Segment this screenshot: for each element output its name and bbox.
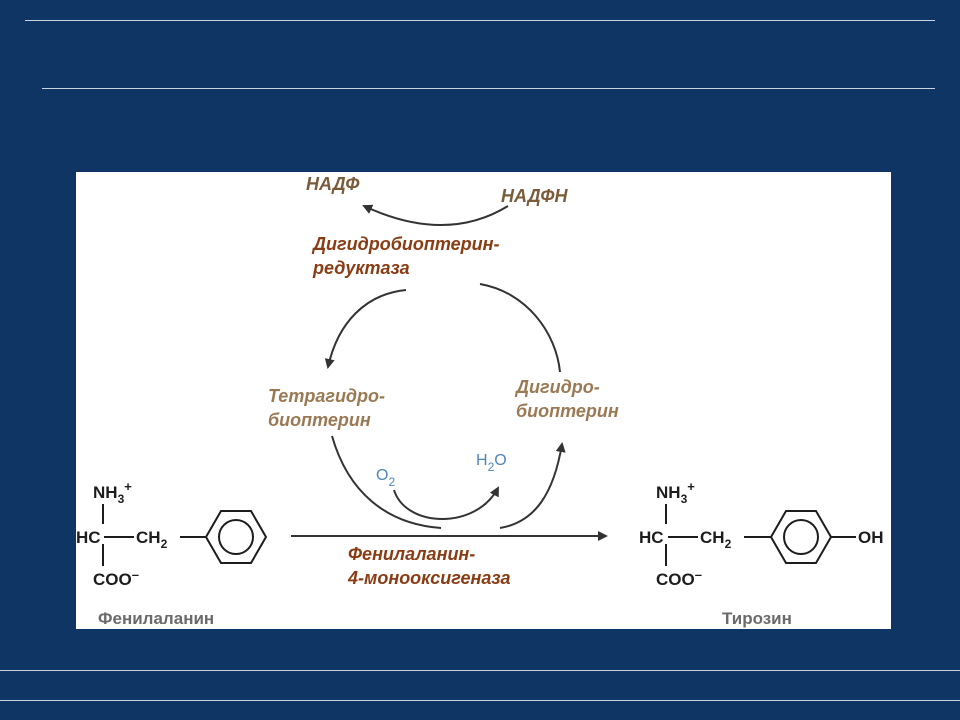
tyr-oh: OH	[858, 528, 884, 547]
phe-hc: HC	[76, 528, 101, 547]
reductase-label-line2: редуктаза	[312, 258, 410, 278]
tetrahydrobiopterin-line2: биоптерин	[268, 410, 371, 430]
oxygen-label: O2	[376, 467, 395, 489]
phe-ch2: CH2	[136, 528, 168, 551]
nadph-label: НАДФН	[501, 186, 568, 206]
dihydrobiopterin-line2: биоптерин	[516, 401, 619, 421]
tyrosine-structure: NH3+ HC CH2 OH COO–	[639, 479, 884, 589]
tyrosine-name: Тирозин	[722, 609, 792, 628]
bottom-rule-1	[0, 670, 960, 671]
top-rule-1	[25, 20, 935, 21]
tyr-coo: COO–	[656, 567, 702, 589]
phe-benzene-ring	[204, 510, 268, 564]
tyr-amine: NH3+	[656, 479, 695, 506]
reductase-label-line1: Дигидробиоптерин-	[311, 234, 499, 254]
cycle-arc-right	[479, 283, 561, 373]
tyr-benzene-ring	[769, 510, 833, 564]
tetrahydrobiopterin-line1: Тетрагидро-	[268, 386, 385, 406]
phe-amine: NH3+	[93, 479, 132, 506]
tyr-hc: HC	[639, 528, 664, 547]
top-rule-2	[42, 88, 935, 89]
reaction-diagram: НАДФ НАДФН Дигидробиоптерин- редуктаза Т…	[76, 174, 884, 628]
monooxygenase-label-line2: 4-монооксигеназа	[347, 568, 511, 588]
nadp-label: НАДФ	[306, 174, 359, 194]
bottom-rule-2	[0, 700, 960, 701]
monooxygenase-label-line1: Фенилаланин-	[348, 544, 475, 564]
water-label: H2O	[476, 452, 507, 474]
phe-coo: COO–	[93, 567, 139, 589]
oxygen-to-water-arrow	[393, 486, 499, 520]
cycle-arrow-left	[324, 289, 407, 369]
phenylalanine-name: Фенилаланин	[98, 609, 214, 628]
dihydrobiopterin-line1: Дигидро-	[514, 377, 600, 397]
cycle-arc-bottom-left	[331, 435, 442, 529]
cycle-arrow-bottom-right	[499, 442, 566, 529]
phenylalanine-structure: NH3+ HC CH2 COO–	[76, 479, 268, 589]
tyr-ch2: CH2	[700, 528, 732, 551]
diagram-panel: НАДФ НАДФН Дигидробиоптерин- редуктаза Т…	[76, 172, 891, 629]
nadph-to-nadp-arrow	[362, 204, 509, 226]
